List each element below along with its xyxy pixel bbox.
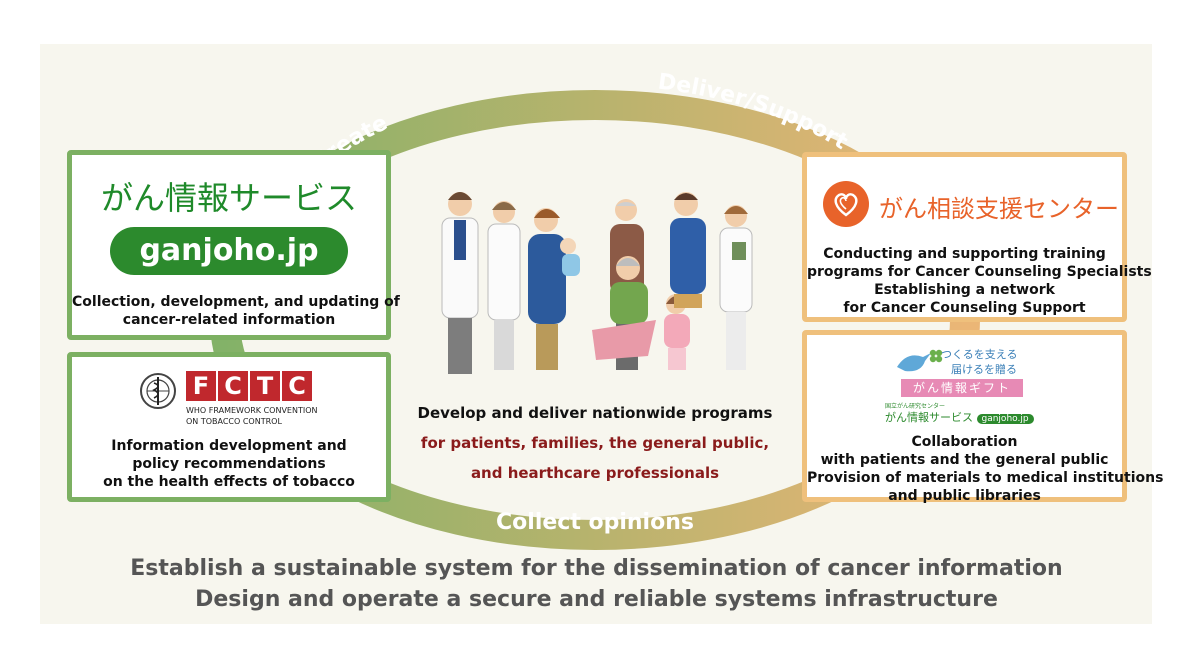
center-line-2: for patients, families, the general publ… (420, 434, 770, 452)
who-emblem-icon (140, 373, 176, 409)
counseling-box: がん相談支援センター Conducting and supporting tra… (802, 152, 1152, 322)
people-illustration (441, 192, 753, 374)
counseling-title: がん相談支援センター (879, 195, 1119, 223)
ganjoho-description: Collection, development, and updating of… (72, 294, 400, 328)
footer-line-1: Establish a sustainable system for the d… (130, 556, 1063, 581)
clover-icon (929, 349, 943, 363)
fctc-subtitle: WHO FRAMEWORK CONVENTION ON TOBACCO CONT… (186, 406, 318, 426)
fctc-logo: F C T C (186, 371, 312, 401)
center-line-1: Develop and deliver nationwide programs (417, 404, 773, 422)
gift-org-small: 国立がん研究センター (885, 403, 946, 410)
doctor-figure (441, 192, 479, 374)
center-description: Develop and deliver nationwide programs … (395, 404, 795, 488)
bird-icon (897, 353, 931, 372)
footer-line-2: Design and operate a secure and reliable… (195, 587, 998, 612)
center-line-3: and hearthcare professionals (470, 464, 720, 482)
ganjoho-pill[interactable]: ganjoho.jp (110, 227, 348, 275)
grandmother-figure (592, 256, 656, 360)
gift-service-name: がん情報サービス ganjoho.jp (885, 409, 1034, 425)
gift-slogan: つくるを支える 届けるを贈る (941, 348, 1018, 376)
mother-figure (528, 208, 580, 370)
fctc-description: Information development and policy recom… (103, 438, 355, 490)
ganjoho-box: がん情報サービス ganjoho.jp Collection, developm… (67, 150, 400, 340)
counseling-logo-icon (823, 181, 869, 227)
nurse-figure-left (487, 201, 521, 370)
counseling-description: Conducting and supporting training progr… (807, 246, 1152, 316)
gift-box: つくるを支える 届けるを贈る がん情報ギフト 国立がん研究センター がん情報サー… (802, 330, 1164, 504)
ganjoho-title: がん情報サービス (100, 179, 357, 217)
father-figure (670, 192, 706, 308)
collect-opinions-label: Collect opinions (496, 510, 694, 535)
fctc-box: F C T C WHO FRAMEWORK CONVENTION ON TOBA… (67, 352, 391, 502)
gift-description: Collaboration with patients and the gene… (807, 434, 1164, 504)
gift-label: がん情報ギフト (901, 379, 1023, 397)
nurse-figure-right (719, 205, 753, 370)
